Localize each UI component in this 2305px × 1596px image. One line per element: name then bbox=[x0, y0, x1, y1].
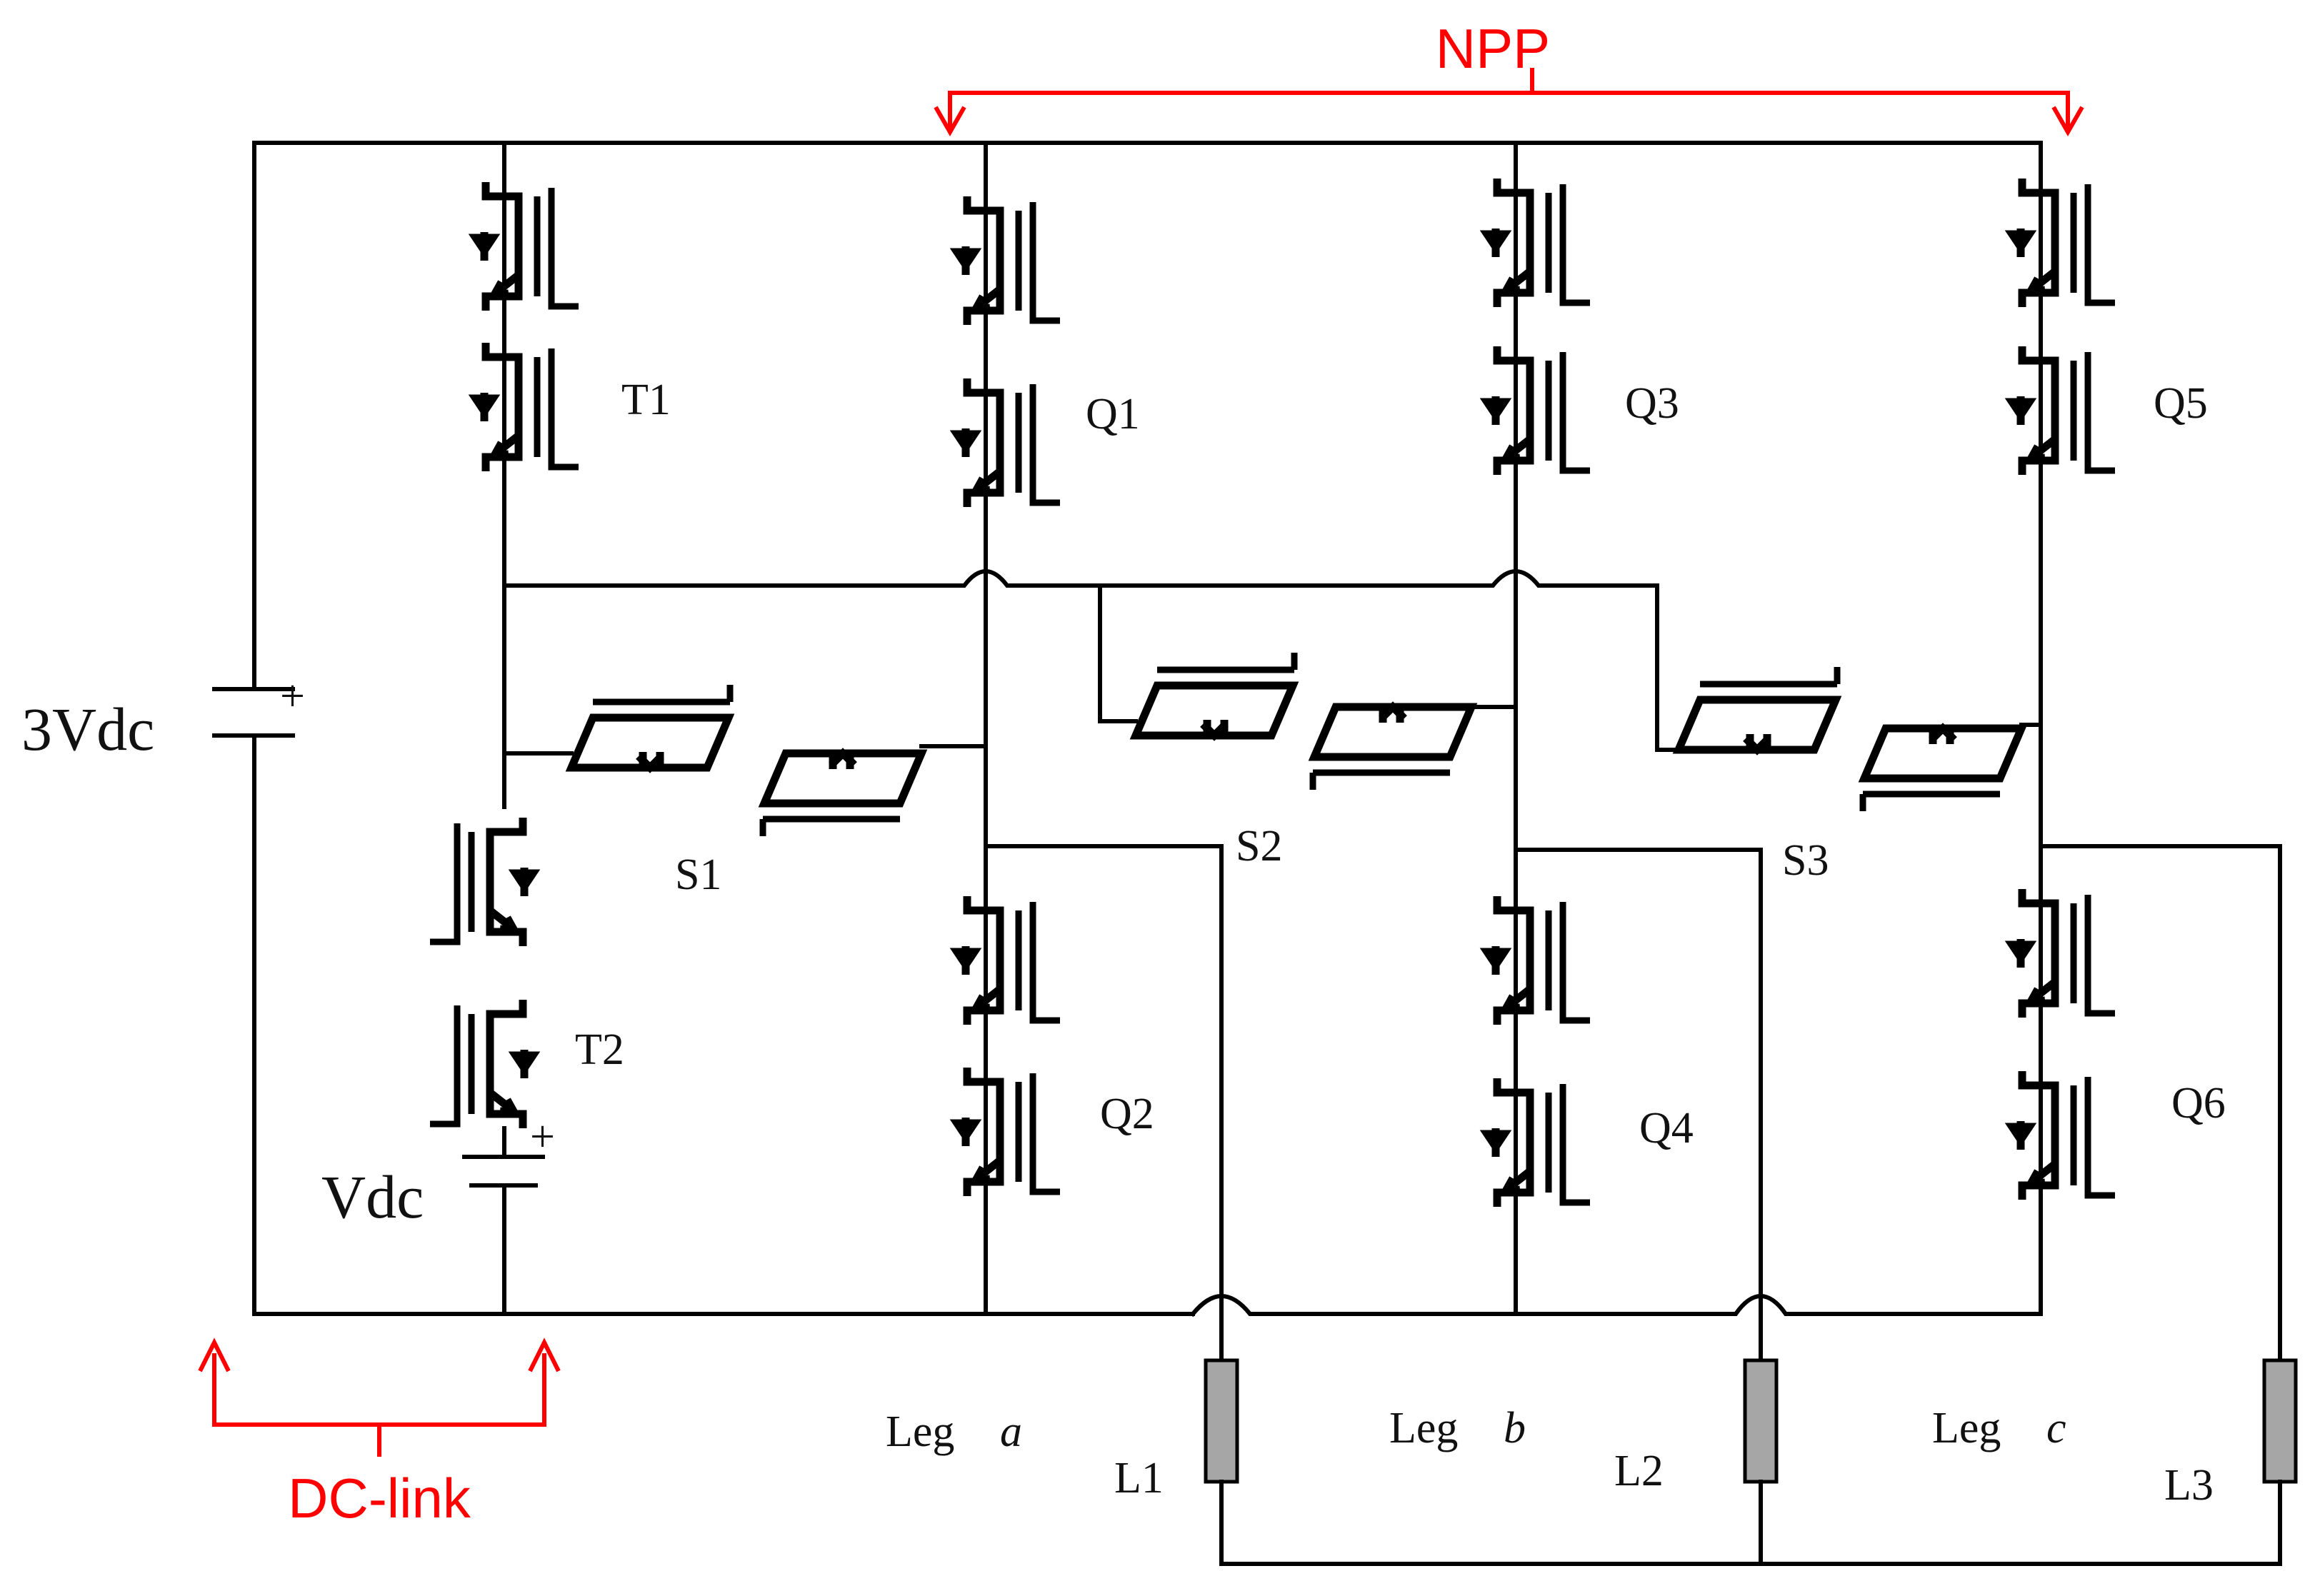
s3-left-switch bbox=[1679, 667, 1837, 750]
main-source-label: 3Vdc bbox=[21, 695, 154, 763]
s1-right-switch bbox=[763, 753, 921, 836]
s3-right-switch bbox=[1863, 728, 2021, 811]
dclink-label: DC-link bbox=[288, 1467, 471, 1530]
q6-label: Q6 bbox=[2171, 1079, 2226, 1128]
t1-lower-switch bbox=[476, 343, 579, 471]
aux-source-label: Vdc bbox=[321, 1163, 424, 1231]
svg-text:+: + bbox=[280, 672, 305, 721]
s2-left-switch bbox=[1136, 653, 1294, 736]
aux-dc-source: + bbox=[462, 1113, 555, 1188]
npp-bracket bbox=[934, 68, 2084, 137]
q6-upper-switch bbox=[2012, 889, 2115, 1018]
l2-label: L2 bbox=[1614, 1447, 1664, 1495]
svg-text:a: a bbox=[1000, 1407, 1022, 1456]
q3-lower-switch bbox=[1487, 346, 1590, 475]
dclink-bracket bbox=[198, 1337, 561, 1457]
q6-lower-switch bbox=[2012, 1071, 2115, 1200]
q1-label: Q1 bbox=[1086, 390, 1140, 438]
q1-lower-switch bbox=[957, 378, 1060, 507]
t2-label: T2 bbox=[575, 1025, 624, 1074]
svg-text:b: b bbox=[1504, 1404, 1526, 1452]
main-dc-source: + bbox=[212, 672, 305, 752]
load-l3 bbox=[2262, 1358, 2298, 1484]
q2-upper-switch bbox=[957, 896, 1060, 1025]
t2-upper-switch bbox=[430, 818, 533, 946]
svg-text:Leg: Leg bbox=[1932, 1404, 2001, 1452]
l3-label: L3 bbox=[2164, 1461, 2214, 1510]
svg-text:c: c bbox=[2046, 1404, 2066, 1452]
l1-label: L1 bbox=[1114, 1454, 1164, 1502]
q1-upper-switch bbox=[957, 196, 1060, 325]
q5-label: Q5 bbox=[2154, 379, 2208, 428]
q3-upper-switch bbox=[1487, 179, 1590, 307]
leg-c-label: Leg c bbox=[1932, 1404, 2066, 1452]
q2-lower-switch bbox=[957, 1068, 1060, 1196]
q5-lower-switch bbox=[2012, 346, 2115, 475]
s1-left-switch bbox=[571, 685, 730, 768]
s2-right-switch bbox=[1313, 707, 1471, 790]
leg-a-label: Leg a bbox=[886, 1407, 1022, 1456]
s3-label: S3 bbox=[1782, 836, 1829, 885]
q3-label: Q3 bbox=[1625, 379, 1679, 428]
npp-label: NPP bbox=[1436, 17, 1550, 80]
q2-label: Q2 bbox=[1100, 1090, 1154, 1138]
leg-b-label: Leg b bbox=[1389, 1404, 1526, 1452]
q5-upper-switch bbox=[2012, 179, 2115, 307]
t1-upper-switch bbox=[476, 182, 579, 311]
s2-label: S2 bbox=[1236, 822, 1282, 870]
q4-lower-switch bbox=[1487, 1078, 1590, 1207]
load-l2 bbox=[1743, 1358, 1779, 1484]
s1-label: S1 bbox=[675, 850, 721, 899]
t1-label: T1 bbox=[621, 376, 671, 424]
load-l1 bbox=[1204, 1358, 1239, 1484]
t2-lower-switch bbox=[430, 1000, 533, 1128]
q4-label: Q4 bbox=[1639, 1104, 1694, 1153]
q4-upper-switch bbox=[1487, 896, 1590, 1025]
svg-text:+: + bbox=[530, 1113, 555, 1161]
svg-text:Leg: Leg bbox=[1389, 1404, 1458, 1452]
svg-text:Leg: Leg bbox=[886, 1407, 954, 1456]
